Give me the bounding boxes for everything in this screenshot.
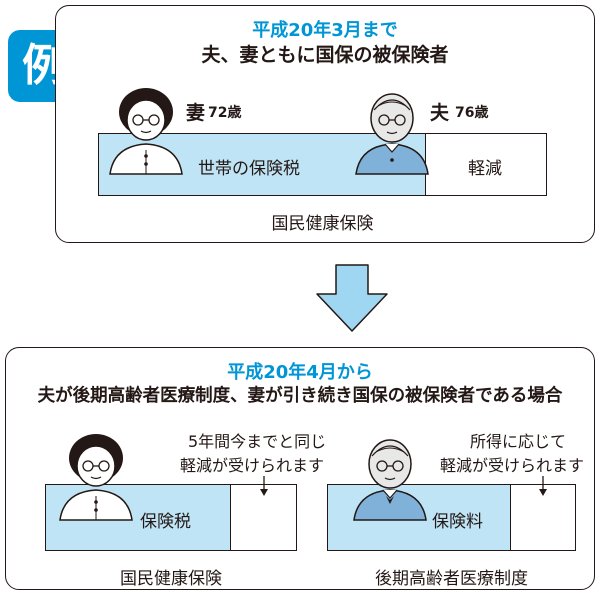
wife-figure-icon xyxy=(109,88,183,175)
household-tax-label: 世帯の保険税 xyxy=(198,159,300,179)
bottom-left-caption: 国民健康保険 xyxy=(120,569,222,589)
down-arrow-icon xyxy=(316,264,388,332)
top-panel-heading: 夫、妻ともに国保の被保険者 xyxy=(201,44,449,66)
reduction-label: 軽減 xyxy=(468,159,502,179)
wife-label: 妻 xyxy=(186,102,206,124)
insurance-premium-label: 保険料 xyxy=(432,512,483,532)
left-small-arrow-icon xyxy=(260,476,268,496)
reduction-box xyxy=(425,133,547,196)
right-small-arrow-icon xyxy=(539,476,547,496)
right-note-line-1: 所得に応じて xyxy=(470,432,567,451)
insurance-tax-label: 保険税 xyxy=(140,512,191,532)
bottom-panel-heading: 夫が後期高齢者医療制度、妻が引き続き国保の被保険者である場合 xyxy=(37,386,563,406)
bottom-period-title: 平成20年4月から xyxy=(227,362,373,383)
left-note-line-2: 軽減が受けられます xyxy=(180,456,325,475)
top-caption: 国民健康保険 xyxy=(271,214,374,234)
husband-figure-icon xyxy=(355,93,429,175)
left-note-line-1: 5年間今までと同じ xyxy=(188,432,327,451)
right-note-line-2: 軽減が受けられます xyxy=(440,456,585,475)
husband-age: 76歳 xyxy=(455,105,489,121)
wife-figure-bottom-icon xyxy=(59,434,133,521)
wife-age: 72歳 xyxy=(208,105,242,121)
bottom-right-caption: 後期高齢者医療制度 xyxy=(375,569,528,589)
national-insurance-reduction-box xyxy=(230,484,297,551)
husband-label: 夫 xyxy=(430,102,450,124)
top-period-title: 平成20年3月まで xyxy=(252,20,398,41)
husband-figure-bottom-icon xyxy=(353,439,427,521)
